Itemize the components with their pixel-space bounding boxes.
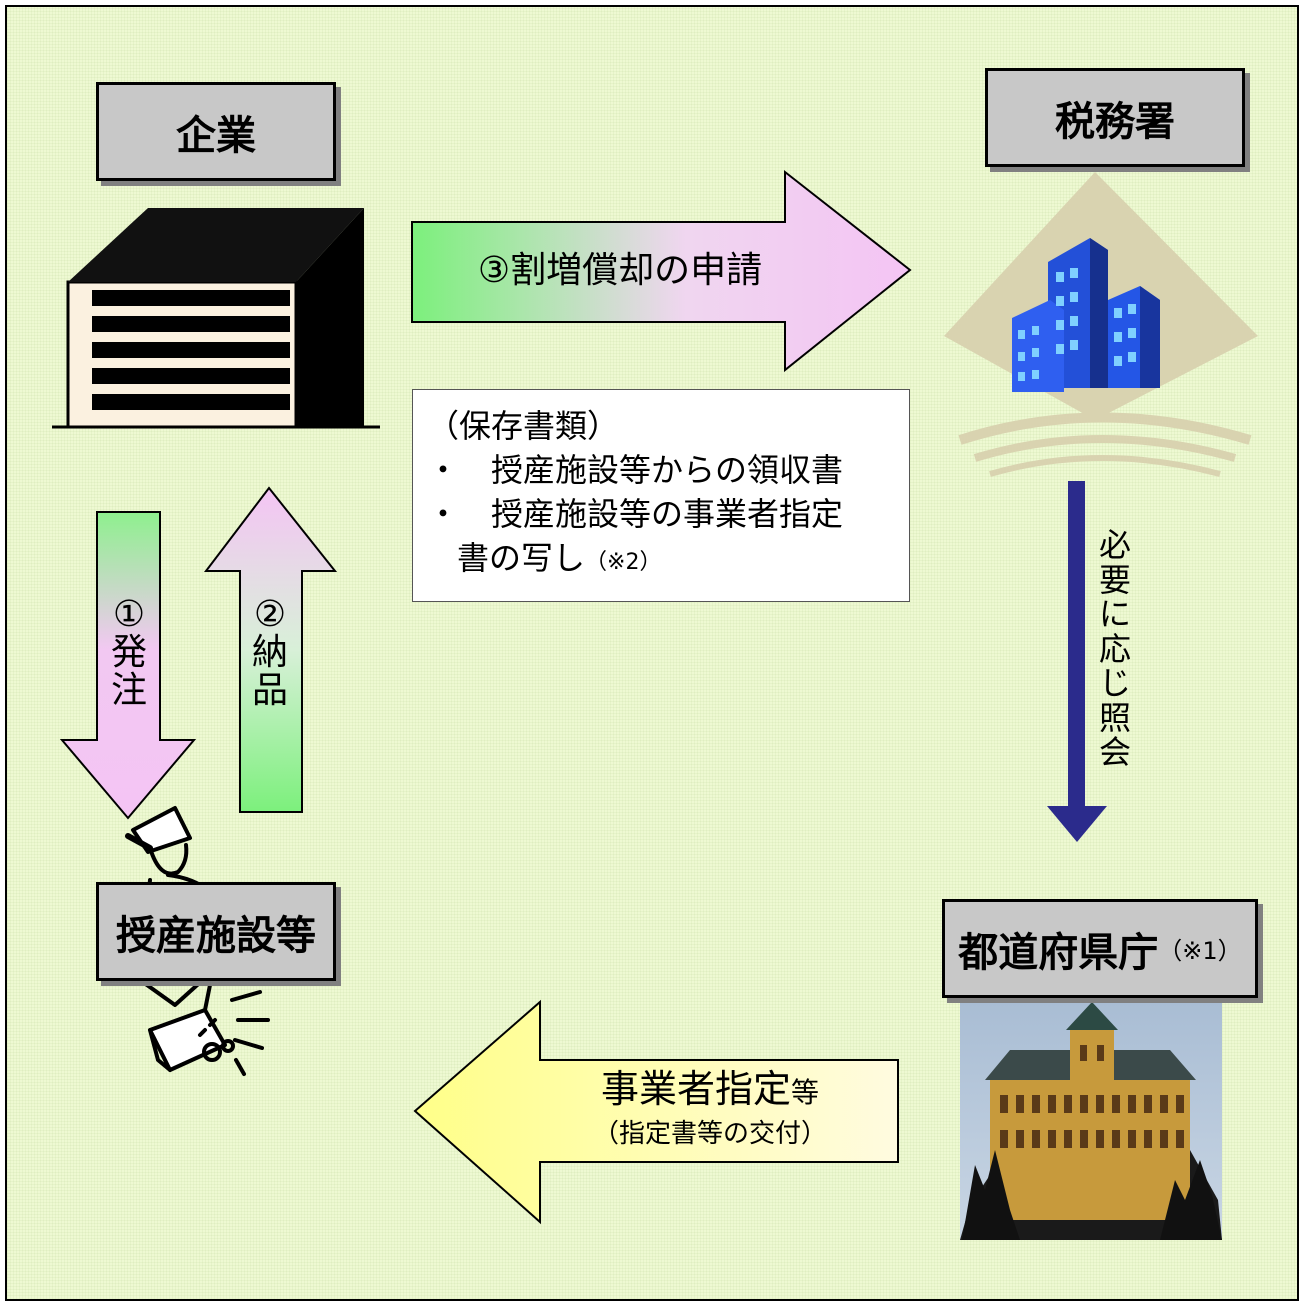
prefecture-label-text: 都道府県庁 [958,929,1159,976]
facility-label-text: 授産施設等 [116,912,316,959]
inquiry-label-char-7: 会 [1098,733,1131,772]
documents-continuation-note: （※2） [585,550,662,575]
order-label-char-2: 発 [110,631,147,673]
order-label-char-3: 注 [110,669,147,711]
prefecture-label-note: （※1） [1158,937,1242,965]
company-label: 企業 [96,82,336,181]
designation-main-suffix: 等 [791,1076,820,1109]
tax-office-label: 税務署 [985,68,1245,167]
company-label-text: 企業 [176,112,256,159]
delivery-arrow-label: ② 納 品 [245,596,295,709]
office-building-icon [52,208,380,429]
inquiry-label-char-5: じ [1098,664,1131,703]
designation-main-text: 事業者指定 [600,1067,791,1111]
delivery-label-char-2: 納 [251,631,288,673]
retention-documents-box: （保存書類） ・ 授産施設等からの領収書 ・ 授産施設等の事業者指定 書の写し（… [412,389,910,602]
documents-heading: （保存書類） [427,407,620,445]
government-palace-icon [960,985,1222,1240]
order-label-char-1: ① [112,594,146,635]
prefecture-label: 都道府県庁（※1） [942,899,1258,998]
application-arrow [411,169,912,373]
documents-item-continuation: 書の写し（※2） [427,536,897,585]
inquiry-label-char-2: 要 [1098,560,1131,599]
designation-arrow [413,999,899,1225]
application-arrow-label: ③割増償却の申請 [477,250,763,291]
documents-item-receipt: ・ 授産施設等からの領収書 [427,451,844,489]
city-buildings-icon [944,172,1258,477]
inquiry-arrow-label: 必 要 に 応 じ 照 会 [1095,528,1135,770]
order-arrow-label: ① 発 注 [104,596,154,709]
designation-sub: （指定書等の交付） [592,1119,827,1149]
inquiry-label-char-1: 必 [1098,526,1131,564]
inquiry-arrow [1047,481,1107,842]
delivery-label-char-3: 品 [251,669,288,711]
order-arrow [59,511,197,820]
documents-item-designation: ・ 授産施設等の事業者指定 [427,495,844,533]
inquiry-label-char-3: に [1098,595,1131,634]
tax-office-label-text: 税務署 [1055,98,1175,145]
documents-continuation-text: 書の写し [457,539,586,577]
inquiry-label-char-6: 照 [1098,698,1131,737]
inquiry-label-char-4: 応 [1098,629,1131,668]
facility-label: 授産施設等 [96,882,336,981]
delivery-arrow [203,486,338,813]
designation-arrow-label: 事業者指定等 （指定書等の交付） [540,1066,880,1152]
designation-main: 事業者指定等 [540,1066,880,1116]
delivery-label-char-1: ② [253,594,287,635]
